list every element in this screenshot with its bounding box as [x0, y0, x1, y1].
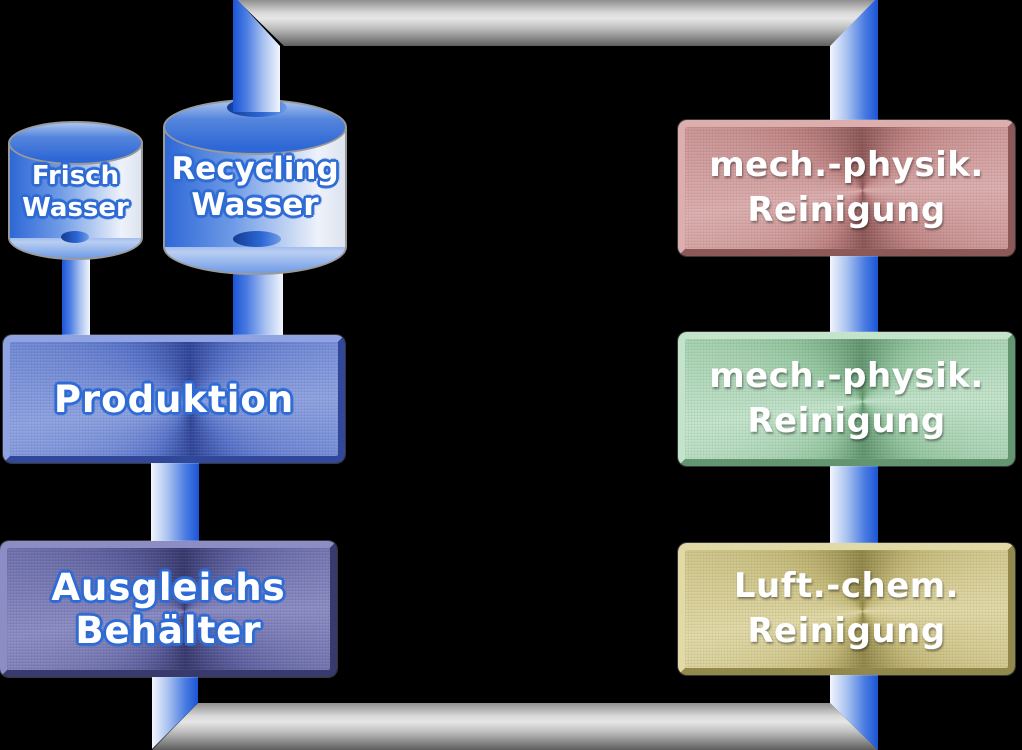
pipe-bottom-gray — [152, 703, 878, 750]
ausgleichs-behaelter-box: Ausgleichs Behälter — [0, 541, 337, 677]
luft-chem-label-line1: Luft.-chem. — [733, 566, 960, 606]
frisch-tank-label: Frisch Wasser — [8, 146, 143, 238]
frisch-tank-label-line2: Wasser — [22, 193, 129, 223]
recycling-tank-outlet-hole — [233, 231, 281, 247]
ausgleichs-box-label: Ausgleichs Behälter — [7, 548, 330, 670]
frisch-tank-label-line1: Frisch — [31, 161, 120, 191]
mech-physik-2-label: mech.-physik. Reinigung — [685, 339, 1008, 459]
pipe-top-gray — [237, 0, 877, 46]
pipe-produktion-down — [151, 455, 199, 550]
produktion-box: Produktion — [3, 335, 345, 463]
frisch-tank-top-ellipse — [8, 121, 143, 165]
recycling-tank-label-line2: Wasser — [191, 187, 319, 223]
ausgleichs-label-line1: Ausgleichs — [51, 566, 286, 609]
frisch-tank-outlet-hole — [61, 231, 89, 243]
luft-chem-label: Luft.-chem. Reinigung — [685, 550, 1008, 668]
mech-physik-1-label: mech.-physik. Reinigung — [685, 127, 1008, 249]
mech-physik-2-label-line2: Reinigung — [747, 401, 946, 441]
luft-chem-reinigung-box: Luft.-chem. Reinigung — [678, 543, 1015, 675]
mech-physik-reinigung-1-box: mech.-physik. Reinigung — [678, 120, 1015, 256]
recycling-tank-label-line1: Recycling — [171, 151, 339, 187]
produktion-box-label: Produktion — [10, 342, 338, 456]
mech-physik-reinigung-2-box: mech.-physik. Reinigung — [678, 332, 1015, 466]
recycling-tank-label: Recycling Wasser — [163, 133, 347, 241]
ausgleichs-label-line2: Behälter — [75, 609, 262, 652]
mech-physik-2-label-line1: mech.-physik. — [709, 356, 984, 396]
mech-physik-1-label-line2: Reinigung — [747, 190, 946, 230]
mech-physik-1-label-line1: mech.-physik. — [709, 145, 984, 185]
produktion-label-line1: Produktion — [53, 377, 295, 421]
luft-chem-label-line2: Reinigung — [747, 611, 946, 651]
